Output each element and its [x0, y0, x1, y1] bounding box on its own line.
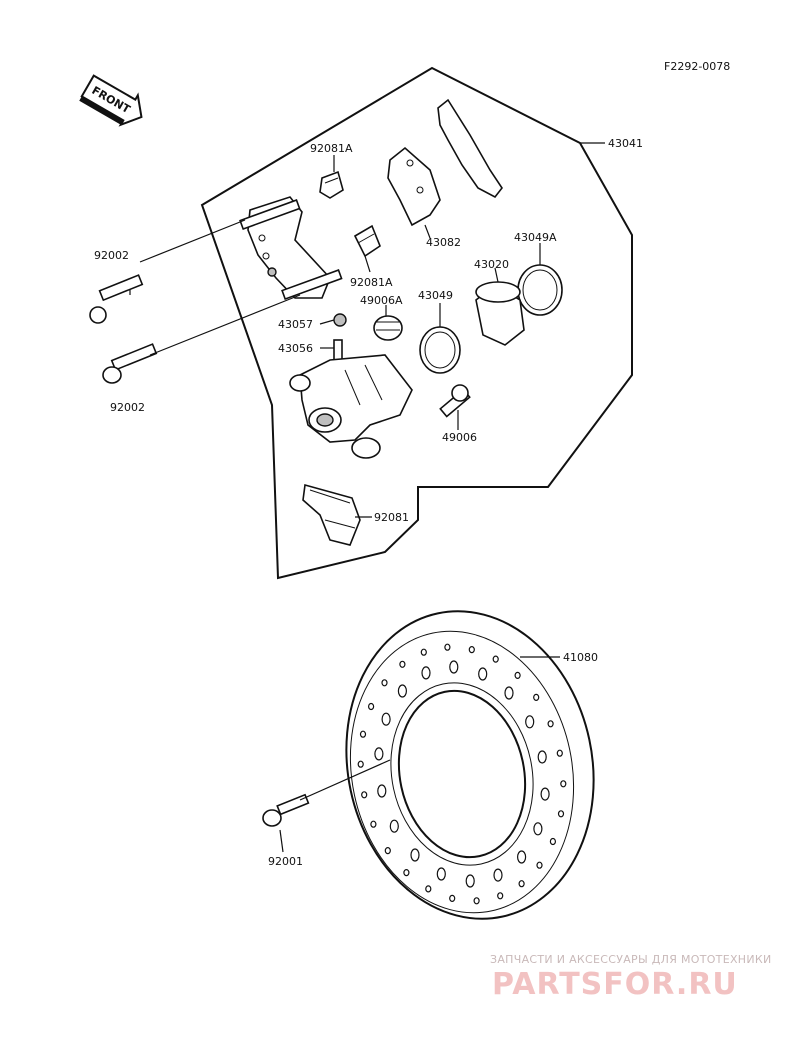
- disc-hole: [518, 880, 525, 888]
- disc-hole: [547, 720, 554, 728]
- mounting-bolt-top: [89, 274, 144, 324]
- rubber-boot: [373, 315, 403, 341]
- front-arrow-icon: FRONT: [79, 74, 143, 127]
- disc-hole: [361, 791, 368, 799]
- disc-hole: [504, 686, 514, 700]
- disc-hole: [514, 671, 521, 680]
- label-43020: 43020: [474, 258, 509, 271]
- label-43049A: 43049A: [514, 231, 557, 244]
- pad-spring-clip-top: [319, 170, 344, 199]
- disc-hole: [425, 885, 432, 893]
- disc-hole: [359, 730, 367, 738]
- watermark-logo: PARTSFOR.RU: [492, 967, 738, 1002]
- pad-spring: [302, 483, 361, 546]
- bleeder-valve: [333, 339, 343, 361]
- label-92002-top: 92002: [94, 249, 129, 262]
- disc-hole: [473, 897, 480, 905]
- disc-hole: [374, 747, 384, 761]
- disc-hole: [536, 861, 543, 869]
- disc-hole: [410, 848, 420, 862]
- piston-seal: [419, 326, 461, 374]
- disc-hole: [384, 846, 391, 855]
- disc-hole: [389, 819, 399, 833]
- mounting-bolt-bottom: [102, 343, 158, 384]
- caliper-assembly-outline: [200, 66, 633, 580]
- disc-hole: [403, 868, 410, 877]
- label-43082: 43082: [426, 236, 461, 249]
- disc-hole: [557, 810, 565, 818]
- label-43049: 43049: [418, 289, 453, 302]
- disc-hole: [560, 780, 567, 788]
- leader-lines: [129, 142, 605, 853]
- disc-hole: [368, 702, 375, 711]
- disc-hole: [357, 760, 364, 768]
- caliper-piston: [475, 281, 525, 346]
- disc-hole: [492, 655, 499, 663]
- label-43041: 43041: [608, 137, 643, 150]
- disc-hole: [465, 874, 475, 888]
- disc-hole: [436, 867, 446, 881]
- label-49006: 49006: [442, 431, 477, 444]
- disc-hole: [540, 787, 550, 801]
- disc-hole: [397, 684, 407, 698]
- disc-hole: [370, 820, 377, 828]
- disc-hole: [449, 660, 459, 674]
- label-49006A: 49006A: [360, 294, 403, 307]
- label-92001: 92001: [268, 855, 303, 868]
- disc-hole: [421, 666, 431, 680]
- bleeder-cap: [333, 313, 347, 327]
- caliper-body: [289, 354, 413, 459]
- disc-hole: [399, 660, 406, 668]
- disc-hole: [381, 712, 391, 726]
- caliper-slide-bolt: [439, 384, 471, 418]
- disc-hole: [549, 837, 557, 846]
- diagram-code: F2292-0078: [664, 60, 730, 73]
- disc-hole: [533, 693, 540, 702]
- disc-hole: [493, 868, 503, 882]
- disc-hole: [444, 643, 451, 651]
- label-92081: 92081: [374, 511, 409, 524]
- part-labels: 43041 92081A 43082 43049A 92002 43020 92…: [94, 137, 643, 868]
- dust-seal: [517, 264, 563, 316]
- disc-hole: [537, 750, 547, 764]
- label-92081A-top: 92081A: [310, 142, 353, 155]
- pad-spring-clip-mid: [353, 224, 381, 258]
- disc-hole: [420, 648, 427, 656]
- disc-hole: [377, 784, 387, 798]
- disc-hole: [556, 749, 563, 757]
- disc-hole: [468, 645, 475, 654]
- label-92002-bottom: 92002: [110, 401, 145, 414]
- brake-pads: [387, 98, 503, 227]
- disc-hole: [381, 679, 388, 687]
- caliper-bracket: [239, 196, 343, 301]
- disc-hole: [533, 822, 543, 836]
- watermark-tagline: ЗАПЧАСТИ И АКСЕССУАРЫ ДЛЯ МОТОТЕХНИКИ: [490, 953, 772, 966]
- disc-hole: [478, 667, 488, 681]
- label-43056: 43056: [278, 342, 313, 355]
- disc-hole: [449, 894, 456, 903]
- label-43057: 43057: [278, 318, 313, 331]
- label-41080: 41080: [563, 651, 598, 664]
- disc-hole: [525, 715, 535, 729]
- disc-hole: [497, 892, 504, 900]
- label-92081A-mid: 92081A: [350, 276, 393, 289]
- disc-hole: [516, 850, 527, 864]
- brake-disc: [345, 610, 595, 920]
